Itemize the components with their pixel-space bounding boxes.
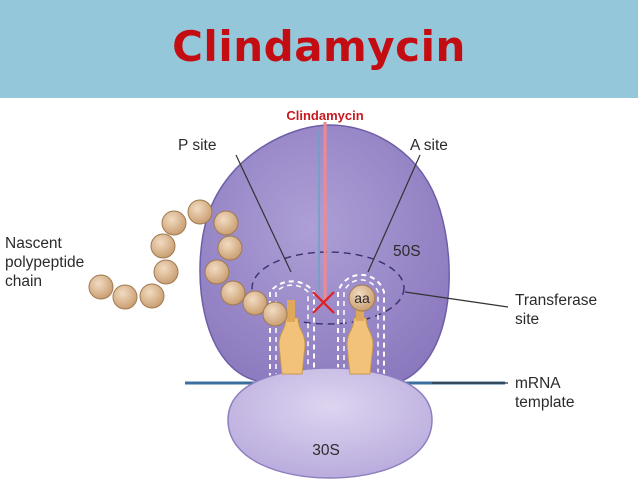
peptide-bead <box>150 233 176 259</box>
nascent-label-line2: polypeptide <box>5 254 84 271</box>
amino-acid-bead <box>348 284 376 312</box>
transferase-label-line2: site <box>515 311 539 328</box>
peptide-bead <box>161 210 187 236</box>
peptide-bead <box>217 235 243 261</box>
nascent-label-line1: Nascent <box>5 235 63 252</box>
page-title: Clindamycin <box>172 22 466 71</box>
amino-acid-label: aa <box>354 290 370 306</box>
peptide-bead <box>139 283 165 309</box>
nascent-label-line3: chain <box>5 273 42 290</box>
inhibition-cross-icon <box>312 291 335 314</box>
transferase-label-line1: Transferase <box>515 292 597 309</box>
a-site-label: A site <box>410 137 448 154</box>
peptide-bead <box>88 274 114 300</box>
polypeptide-chain <box>88 199 288 327</box>
peptide-bead <box>112 284 138 310</box>
small-subunit-label: 30S <box>312 442 340 459</box>
mrna-label-line1: mRNA <box>515 375 561 392</box>
peptide-bead <box>262 301 288 327</box>
peptide-bead <box>204 259 230 285</box>
peptide-bead <box>220 280 246 306</box>
p-site-pocket <box>269 280 315 378</box>
p-site-trna <box>278 300 306 375</box>
peptide-bead <box>213 210 239 236</box>
transferase-leader <box>404 291 509 308</box>
p-site-leader <box>235 154 292 273</box>
a-site-leader <box>367 154 421 273</box>
a-site-trna <box>346 305 374 375</box>
a-site-pocket <box>337 273 385 378</box>
peptide-bead <box>242 290 268 316</box>
peptide-bead <box>187 199 213 225</box>
mrna-label-line2: template <box>515 394 574 411</box>
small-subunit-30s <box>227 367 433 479</box>
peptide-bead <box>153 259 179 285</box>
large-subunit-label: 50S <box>393 243 421 260</box>
clindamycin-label: Clindamycin <box>286 108 363 123</box>
transferase-site-outline <box>251 251 405 325</box>
p-site-label: P site <box>178 137 217 154</box>
title-banner: Clindamycin <box>0 0 638 98</box>
